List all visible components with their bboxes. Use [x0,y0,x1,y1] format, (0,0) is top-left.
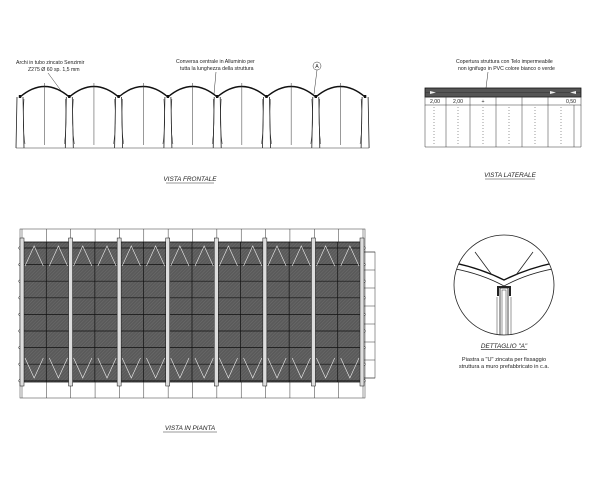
front-beam-note-line2: tutta la lunghezza della struttura [180,66,254,72]
detail-a-view: DETTAGLIO "A" Piastra a "U" zincata per … [453,234,555,370]
front-beam-leader [213,71,217,95]
detail-arch-left-right [454,261,554,281]
front-beam-note-line1: Conversa centrale in Alluminio per [176,59,255,65]
front-post [360,96,370,149]
plan-brace-top [267,245,311,267]
plan-brace-top [24,245,68,267]
front-view-title: VISTA FRONTALE [163,176,217,183]
detail-circle [453,234,555,336]
front-joint [363,95,367,98]
side-dimension-band [424,96,582,106]
front-arches-leader [47,72,63,93]
front-joint [117,95,120,98]
side-dim-3: + [481,99,484,105]
front-post [15,96,25,149]
detail-note-line1: Piastra a "U" zincata per fissaggio [462,357,546,363]
plan-arch-beam [165,237,170,387]
detail-u-plate [497,286,511,296]
plan-brace-top [170,245,214,267]
front-joint [166,95,170,98]
side-dim-ticks [445,97,549,105]
front-arches-note-line1: Archi in tubo zincato Senzimir [16,60,85,66]
front-post [212,96,222,149]
front-post [311,96,321,149]
side-dim-2: 2,00 [453,99,463,105]
front-joint [314,95,317,98]
plan-view-title: VISTA IN PIANTA [165,425,215,432]
detail-title: DETTAGLIO "A" [481,343,528,350]
detail-marker-leader [313,69,318,95]
plan-brace-top [73,245,117,267]
plan-brace-bottom [267,357,311,379]
side-dim-4: 0,50 [566,99,576,105]
front-post [262,96,271,149]
side-posts [424,105,582,148]
side-cover-leader [485,71,489,89]
plan-arch-beam [359,237,365,387]
side-view-title: VISTA LATERALE [484,172,536,179]
front-arches [15,83,370,149]
front-post [114,96,123,149]
plan-view: VISTA IN PIANTA [18,228,376,433]
side-cover-note-line2: non ignifugo in PVC colore bianco o verd… [458,66,555,72]
side-view: Copertura struttura con Telo impermeabil… [424,59,582,180]
front-joint [68,95,71,98]
plan-arch-beam [116,237,122,387]
side-cover-note-line1: Copertura struttura con Telo impermeabil… [456,59,553,65]
plan-arch-beam [262,237,268,387]
detail-arch-tubes [474,251,534,276]
plan-brace-top [121,245,165,267]
front-post [163,96,173,149]
front-joint [216,95,219,98]
plan-brace-top [316,245,360,267]
plan-brace-bottom [170,357,214,379]
front-joint [265,95,268,98]
plan-brace-bottom [316,357,360,379]
plan-brace-bottom [121,357,165,379]
plan-arch-beam [214,237,219,387]
detail-note-line2: struttura a muro prefabbricato in c.a. [459,364,550,370]
plan-arch-beam [19,237,25,387]
detail-content [454,251,554,335]
front-joint [18,95,22,98]
detail-wall-post [499,287,509,335]
detail-marker-label: A [315,64,319,70]
detail-wall-core [501,289,507,335]
side-dim-1: 2,00 [430,99,440,105]
detail-arch-inner [454,267,554,287]
front-arches-note-line2: Z275 Ø 60 sp. 1,5 mm [28,67,80,73]
plan-grid [18,228,376,399]
plan-brace-bottom [24,357,68,379]
plan-brace-bottom [219,357,263,379]
plan-brace-bottom [73,357,117,379]
plan-arch-beam [68,237,73,387]
front-post [64,96,74,149]
plan-brace-top [219,245,263,267]
plan-arch-beam [311,237,316,387]
front-view: Archi in tubo zincato Senzimir Z275 Ø 60… [15,59,370,184]
